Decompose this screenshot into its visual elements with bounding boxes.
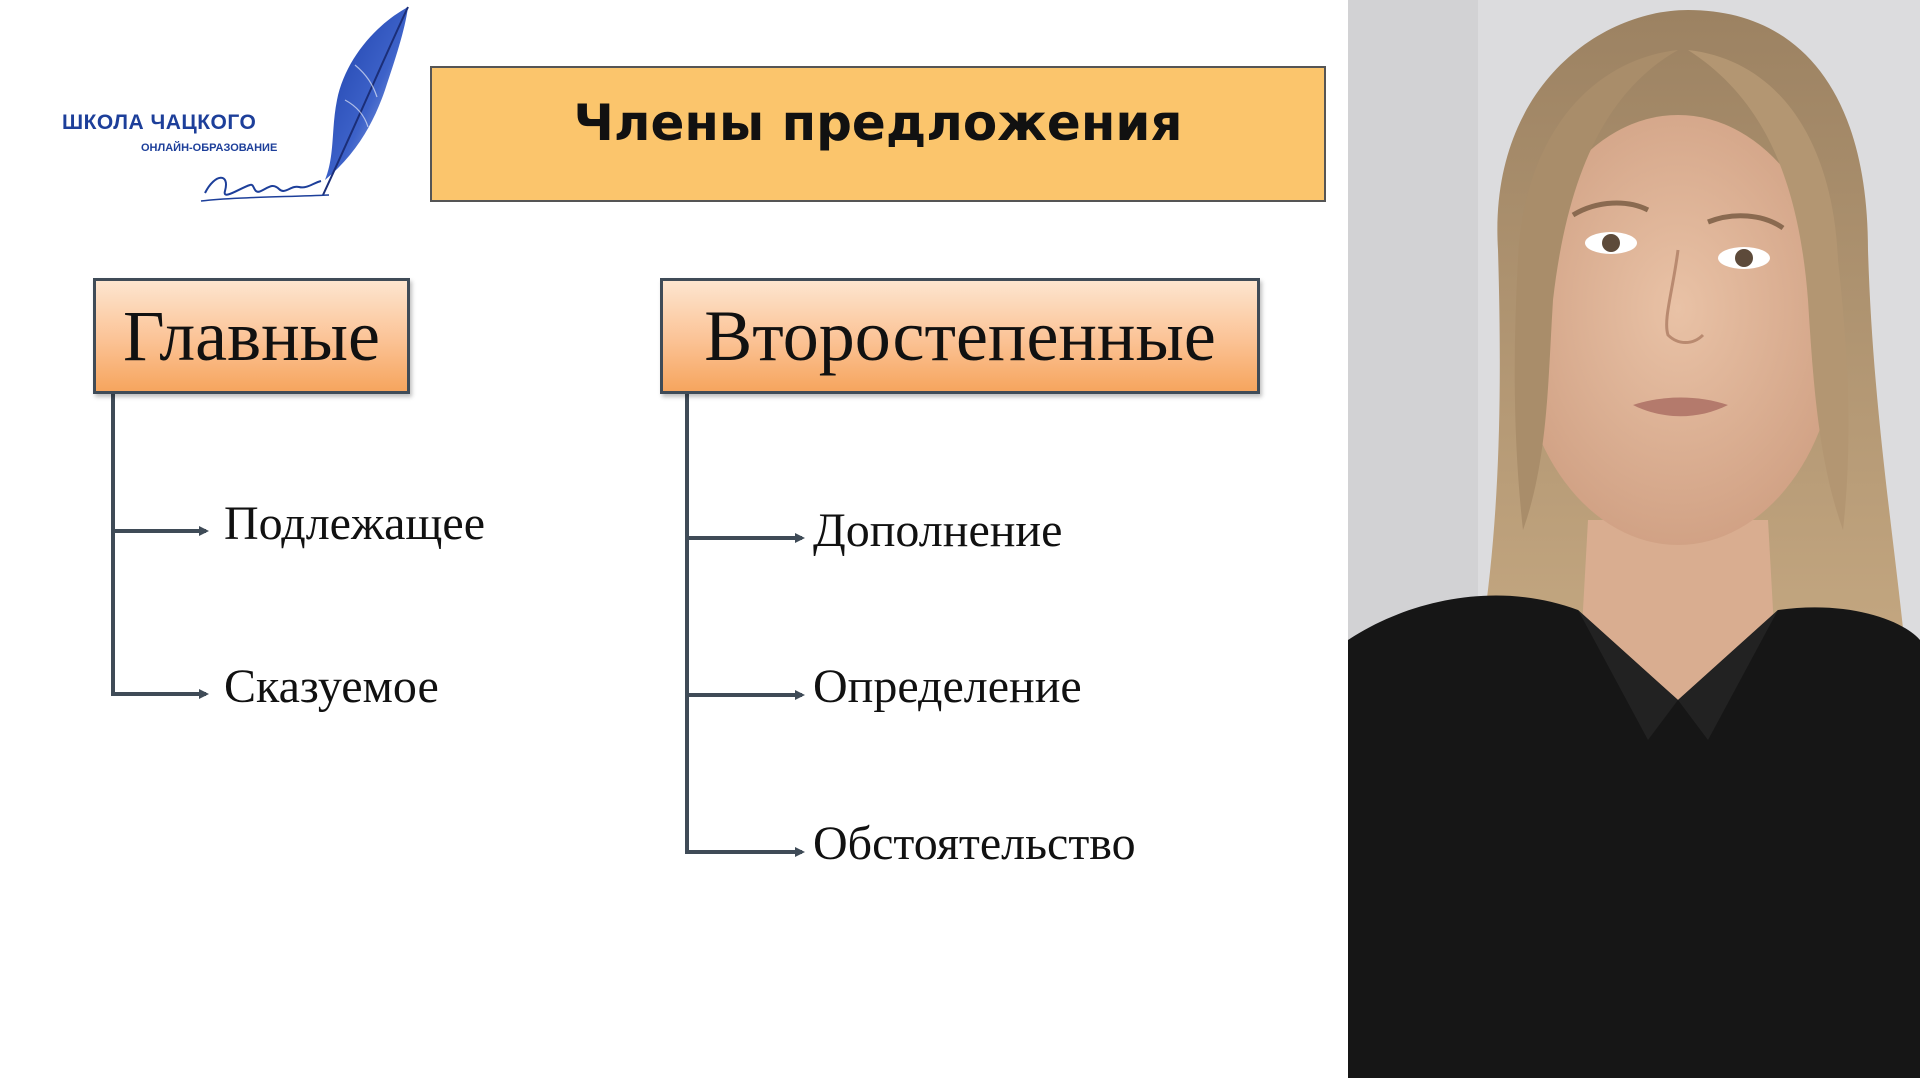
school-logo: ШКОЛА ЧАЦКОГО ОНЛАЙН-ОБРАЗОВАНИЕ (55, 5, 415, 210)
signature-image (200, 176, 330, 202)
logo-title: ШКОЛА ЧАЦКОГО (62, 111, 257, 134)
secondary-item-attribute: Определение (813, 660, 1082, 713)
main-item-predicate: Сказуемое (224, 660, 439, 713)
secondary-item-object: Дополнение (813, 504, 1063, 557)
presenter-video (1348, 0, 1920, 1078)
slide-title: Члены предложения (573, 94, 1183, 152)
title-banner: Члены предложения (430, 66, 1326, 202)
feather-icon (322, 6, 409, 196)
logo-subtitle: ОНЛАЙН-ОБРАЗОВАНИЕ (141, 142, 278, 154)
secondary-members-label: Второстепенные (704, 295, 1216, 376)
main-members-box: Главные (93, 278, 410, 394)
main-members-label: Главные (123, 295, 380, 376)
diagram-connectors (111, 394, 805, 857)
secondary-members-box: Второстепенные (660, 278, 1260, 394)
secondary-item-adverbial: Обстоятельство (813, 817, 1136, 870)
presentation-slide: ШКОЛА ЧАЦКОГО ОНЛАЙН-ОБРАЗОВАНИЕ Члены п… (55, 5, 1326, 870)
presenter-image (1348, 0, 1920, 1078)
main-item-subject: Подлежащее (224, 497, 485, 550)
